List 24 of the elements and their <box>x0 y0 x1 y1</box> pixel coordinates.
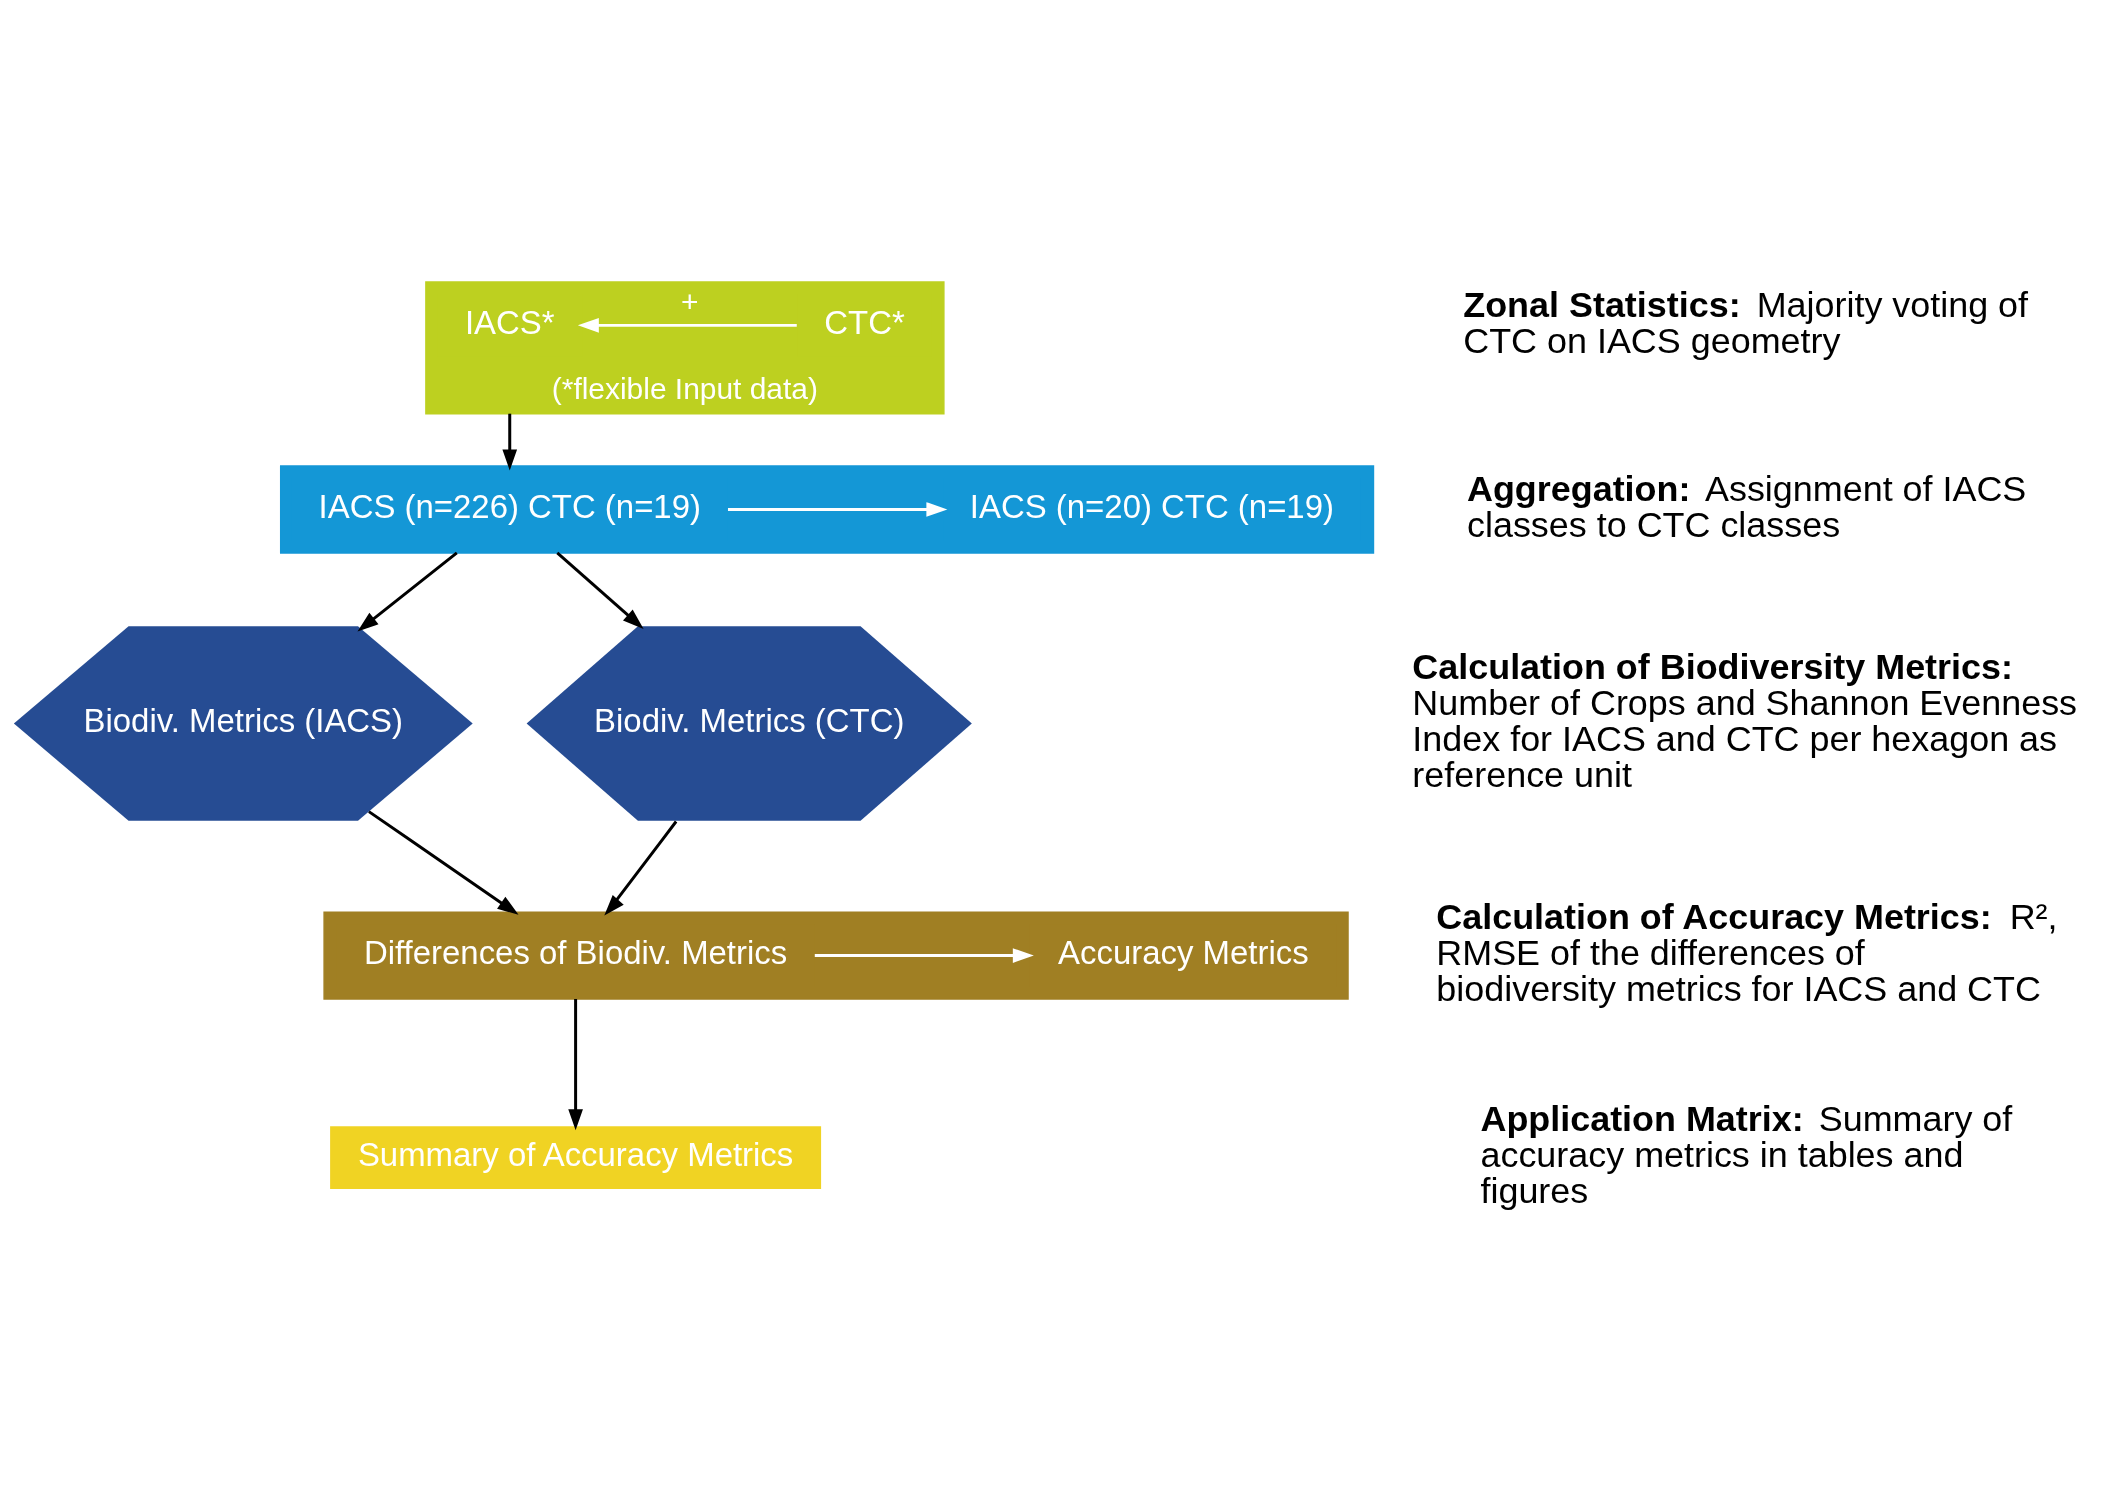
arrow <box>368 809 519 915</box>
label: Calculation of Accuracy Metrics: R², RMSE of the differences of biodiversity metrics for IACS and CTC <box>1436 895 2058 1009</box>
arrow <box>568 998 583 1130</box>
label: Calculation of Biodiversity Metrics: Number of Crops and Shannon Evenness Index for IACS and CTC per hexagon as reference unit <box>1412 645 2078 795</box>
edge-label: + <box>681 284 699 318</box>
arrow <box>502 413 518 471</box>
arrow <box>577 317 797 333</box>
label: Aggregation: Assignment of IACS classes to CTC classes <box>1467 467 2027 545</box>
arrow <box>556 551 644 629</box>
cluster <box>279 464 1375 554</box>
label: Zonal Statistics: Majority voting of CTC on IACS geometry <box>1463 283 2029 361</box>
node-text: IACS* <box>464 303 555 341</box>
node-text: IACS (n=226) CTC (n=19) <box>318 487 701 525</box>
label: Application Matrix: Summary of accuracy metrics in tables and figures <box>1480 1097 2013 1211</box>
arrow <box>604 820 678 916</box>
cluster <box>323 910 1349 1000</box>
node-box: Summary of Accuracy Metrics <box>330 1125 822 1189</box>
arrow <box>727 501 948 517</box>
arrow <box>814 947 1034 963</box>
node-text: Accuracy Metrics <box>1058 933 1309 971</box>
node-text: Differences of Biodiv. Metrics <box>363 933 788 971</box>
node-text: CTC* <box>824 303 905 341</box>
node-text: IACS (n=20) CTC (n=19) <box>969 487 1334 525</box>
arrow <box>357 551 458 632</box>
